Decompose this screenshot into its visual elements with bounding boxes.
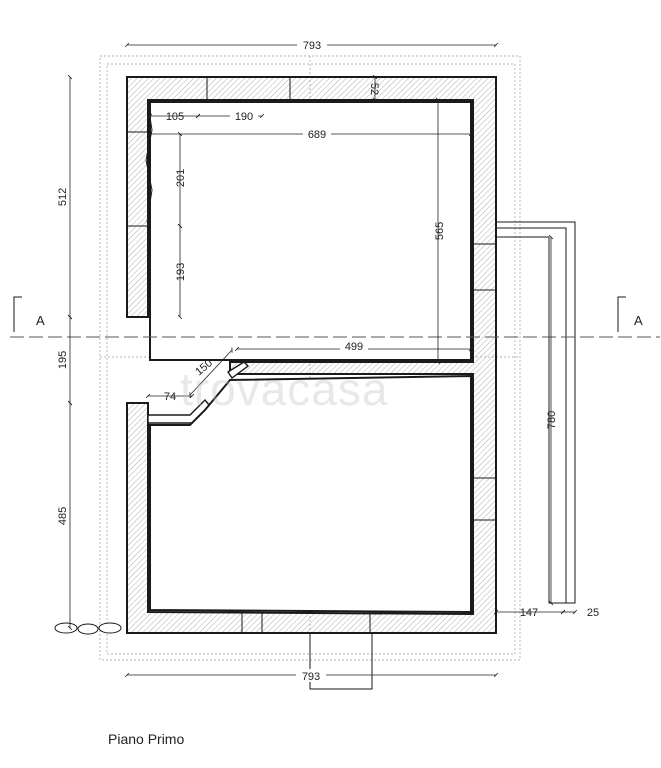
room-upper bbox=[149, 101, 472, 361]
dim-partition-length: 499 bbox=[345, 341, 363, 353]
rooms bbox=[149, 101, 472, 614]
dim-wall-thickness-top: 52 bbox=[368, 83, 380, 95]
dimension-labels: 793 793 512 195 485 52 105 190 689 201 1… bbox=[57, 38, 599, 683]
section-label-left: A bbox=[36, 313, 45, 328]
dim-left-middle: 195 bbox=[57, 351, 69, 369]
dim-room-height: 565 bbox=[434, 222, 446, 240]
plan-caption: Piano Primo bbox=[108, 731, 185, 747]
section-label-right: A bbox=[634, 313, 643, 328]
dim-door-width: 74 bbox=[164, 391, 176, 403]
dim-interior-width: 689 bbox=[308, 129, 326, 141]
dim-opening-offset: 105 bbox=[166, 111, 184, 123]
dim-left-wall-upper: 201 bbox=[175, 169, 187, 187]
stones bbox=[54, 622, 122, 635]
external-stair bbox=[496, 221, 576, 604]
bottom-projection bbox=[309, 633, 373, 690]
dim-stair-offset: 147 bbox=[520, 607, 538, 619]
dim-left-lower: 485 bbox=[57, 507, 69, 525]
watermark-logo: trovacasa bbox=[180, 363, 389, 415]
dim-top-width: 793 bbox=[303, 40, 321, 52]
dim-stair-width: 25 bbox=[587, 607, 599, 619]
dim-bottom-width: 793 bbox=[302, 671, 320, 683]
dim-opening-width: 190 bbox=[235, 111, 253, 123]
wall-details bbox=[127, 77, 496, 633]
room-lower bbox=[149, 374, 472, 614]
dim-left-wall-lower: 193 bbox=[175, 263, 187, 281]
dim-stair-height: 780 bbox=[546, 411, 558, 429]
dim-left-upper: 512 bbox=[57, 188, 69, 206]
